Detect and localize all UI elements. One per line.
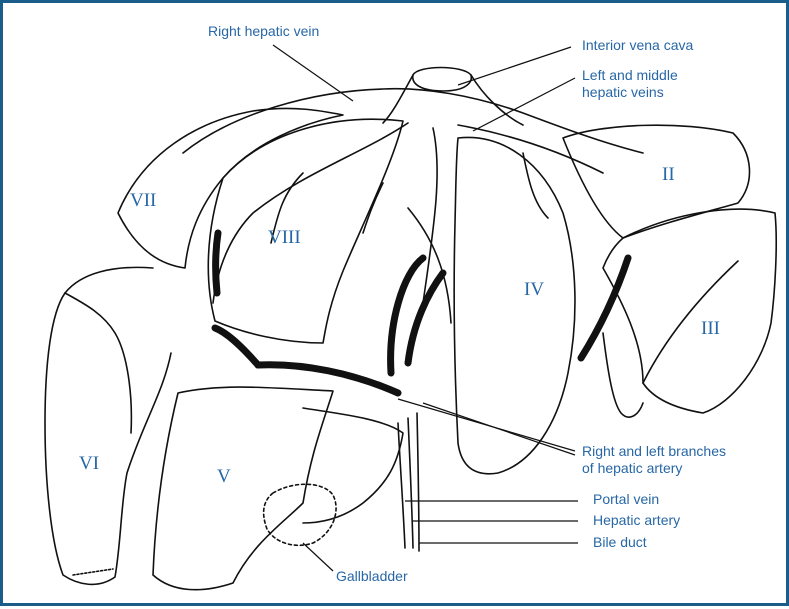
vena-cava-left	[383, 75, 413, 123]
leader-right-hepatic-vein	[273, 45, 353, 101]
segment-iv-outline	[454, 137, 575, 473]
hepatic-artery-vessel	[408, 418, 413, 548]
leader-vena-cava	[458, 47, 571, 85]
label-bile-duct: Bile duct	[593, 534, 647, 551]
middle-hepatic-vein-branch	[423, 128, 437, 303]
vena-cava-top	[413, 68, 472, 92]
segment-v-outline	[153, 387, 333, 590]
label-hepatic-artery: Hepatic artery	[593, 512, 680, 529]
label-left-middle-veins-line1: Left and middle	[582, 67, 678, 84]
segment-iii-inner	[643, 261, 738, 383]
segment-vi-inner-edge	[65, 293, 131, 433]
segment-iv-label: IV	[524, 279, 544, 301]
segment-vi-label: VI	[79, 453, 99, 475]
gallbladder-outline	[264, 484, 336, 545]
segment-ii-outline	[563, 125, 749, 238]
label-gallbladder: Gallbladder	[336, 568, 408, 585]
label-inferior-vena-cava: Interior vena cava	[582, 37, 693, 54]
right-hepatic-vein-branch	[213, 123, 408, 303]
segment-vi-outline	[45, 267, 171, 584]
liver-dome	[183, 89, 643, 153]
vein-twig-2	[523, 153, 548, 218]
leader-left-middle-veins	[473, 78, 575, 131]
segment-vi-hatch	[73, 569, 113, 575]
leader-artery-branch-2	[423, 403, 575, 455]
segment-ii-label: II	[662, 164, 675, 186]
label-artery-branches-line2: of hepatic artery	[582, 460, 682, 477]
segment-iii-label: III	[701, 318, 720, 340]
segment-viii-label: VIII	[268, 227, 301, 249]
segment-v-front-face	[303, 408, 403, 523]
label-right-hepatic-vein: Right hepatic vein	[208, 23, 319, 40]
portal-branch-ix	[216, 233, 218, 293]
segment-vii-label: VII	[130, 190, 156, 212]
label-artery-branches-line1: Right and left branches	[582, 443, 726, 460]
leader-gallbladder	[303, 543, 333, 571]
label-left-middle-veins-line2: hepatic veins	[582, 84, 664, 101]
label-portal-vein: Portal vein	[593, 491, 659, 508]
bile-duct-vessel	[417, 413, 419, 551]
vein-twig-3	[363, 183, 383, 233]
segment-v-label: V	[217, 466, 231, 488]
